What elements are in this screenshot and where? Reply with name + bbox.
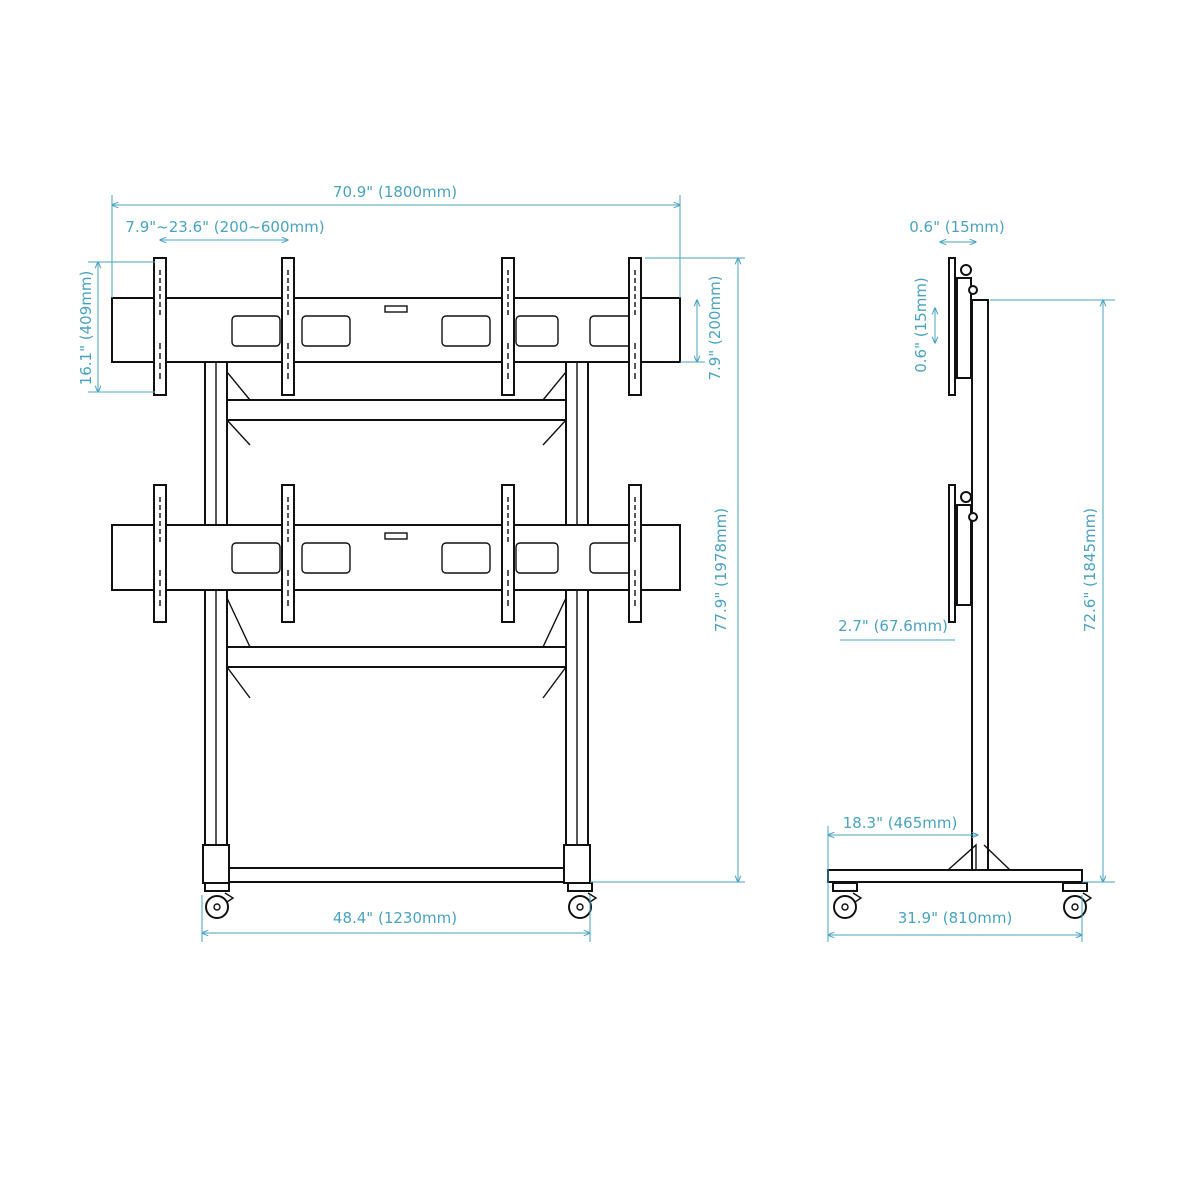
right-foot bbox=[563, 844, 591, 884]
side-bracket-plate bbox=[948, 484, 956, 623]
base-width-label: 48.4" (1230mm) bbox=[333, 909, 457, 927]
bracket-height-label: 16.1" (409mm) bbox=[77, 271, 95, 386]
caster-plate bbox=[567, 882, 593, 892]
overall-width-label: 70.9" (1800mm) bbox=[333, 183, 457, 201]
side-base-depth-label: 31.9" (810mm) bbox=[898, 909, 1013, 927]
rail-cutout bbox=[515, 542, 559, 574]
rail-level-tab bbox=[384, 532, 408, 540]
side-knob bbox=[968, 512, 978, 522]
top-rail bbox=[111, 297, 681, 363]
side-offset-label: 18.3" (465mm) bbox=[843, 814, 958, 832]
rail-cutout bbox=[441, 542, 491, 574]
caster-hub bbox=[841, 903, 849, 911]
vesa-bracket bbox=[628, 257, 642, 396]
vesa-bracket bbox=[281, 484, 295, 623]
side-knob bbox=[960, 264, 972, 276]
side-bracket-arm bbox=[956, 277, 972, 379]
caster-wheel bbox=[1063, 895, 1087, 919]
rail-cutout bbox=[231, 542, 281, 574]
side-vertical-adjust-label: 0.6" (15mm) bbox=[912, 277, 930, 373]
vesa-bracket bbox=[628, 484, 642, 623]
rail-cutout bbox=[441, 315, 491, 347]
vesa-bracket bbox=[153, 257, 167, 396]
rail-height-label: 7.9" (200mm) bbox=[706, 275, 724, 380]
side-brace bbox=[947, 843, 1011, 871]
side-bracket-depth-label: 0.6" (15mm) bbox=[909, 218, 1005, 236]
vesa-bracket bbox=[281, 257, 295, 396]
crossbar-lower bbox=[226, 646, 567, 668]
caster-hub bbox=[1071, 903, 1079, 911]
side-base bbox=[827, 869, 1083, 883]
side-profile-depth-label: 2.7" (67.6mm) bbox=[838, 617, 948, 635]
side-view bbox=[827, 257, 1093, 919]
overall-height-label: 77.9" (1978mm) bbox=[712, 508, 730, 632]
front-view bbox=[111, 257, 681, 919]
left-foot bbox=[202, 844, 230, 884]
caster-wheel bbox=[833, 895, 857, 919]
caster-brake bbox=[587, 892, 598, 903]
side-pole-height-label: 72.6" (1845mm) bbox=[1081, 508, 1099, 632]
vesa-bracket bbox=[501, 257, 515, 396]
rail-cutout bbox=[515, 315, 559, 347]
caster-plate bbox=[204, 882, 230, 892]
caster-brake bbox=[1082, 892, 1093, 903]
caster-hub bbox=[213, 903, 221, 911]
side-bracket-arm bbox=[956, 504, 972, 606]
caster-plate bbox=[832, 882, 858, 892]
side-bracket-plate bbox=[948, 257, 956, 396]
rail-cutout bbox=[231, 315, 281, 347]
caster-plate bbox=[1062, 882, 1088, 892]
rail-cutout bbox=[301, 542, 351, 574]
crossbar-upper bbox=[226, 399, 567, 421]
middle-rail bbox=[111, 524, 681, 591]
rail-level-tab bbox=[384, 305, 408, 313]
caster-brake bbox=[224, 892, 235, 903]
vesa-bracket bbox=[501, 484, 515, 623]
side-pole bbox=[971, 299, 989, 871]
vesa-bracket bbox=[153, 484, 167, 623]
dimension-lines bbox=[88, 195, 1115, 942]
caster-wheel bbox=[568, 895, 592, 919]
caster-brake bbox=[852, 892, 863, 903]
caster-hub bbox=[576, 903, 584, 911]
rail-cutout bbox=[301, 315, 351, 347]
side-knob bbox=[960, 491, 972, 503]
bracket-spacing-label: 7.9"~23.6" (200~600mm) bbox=[125, 218, 324, 236]
caster-wheel bbox=[205, 895, 229, 919]
side-knob bbox=[968, 285, 978, 295]
bottom-bar bbox=[226, 867, 567, 883]
